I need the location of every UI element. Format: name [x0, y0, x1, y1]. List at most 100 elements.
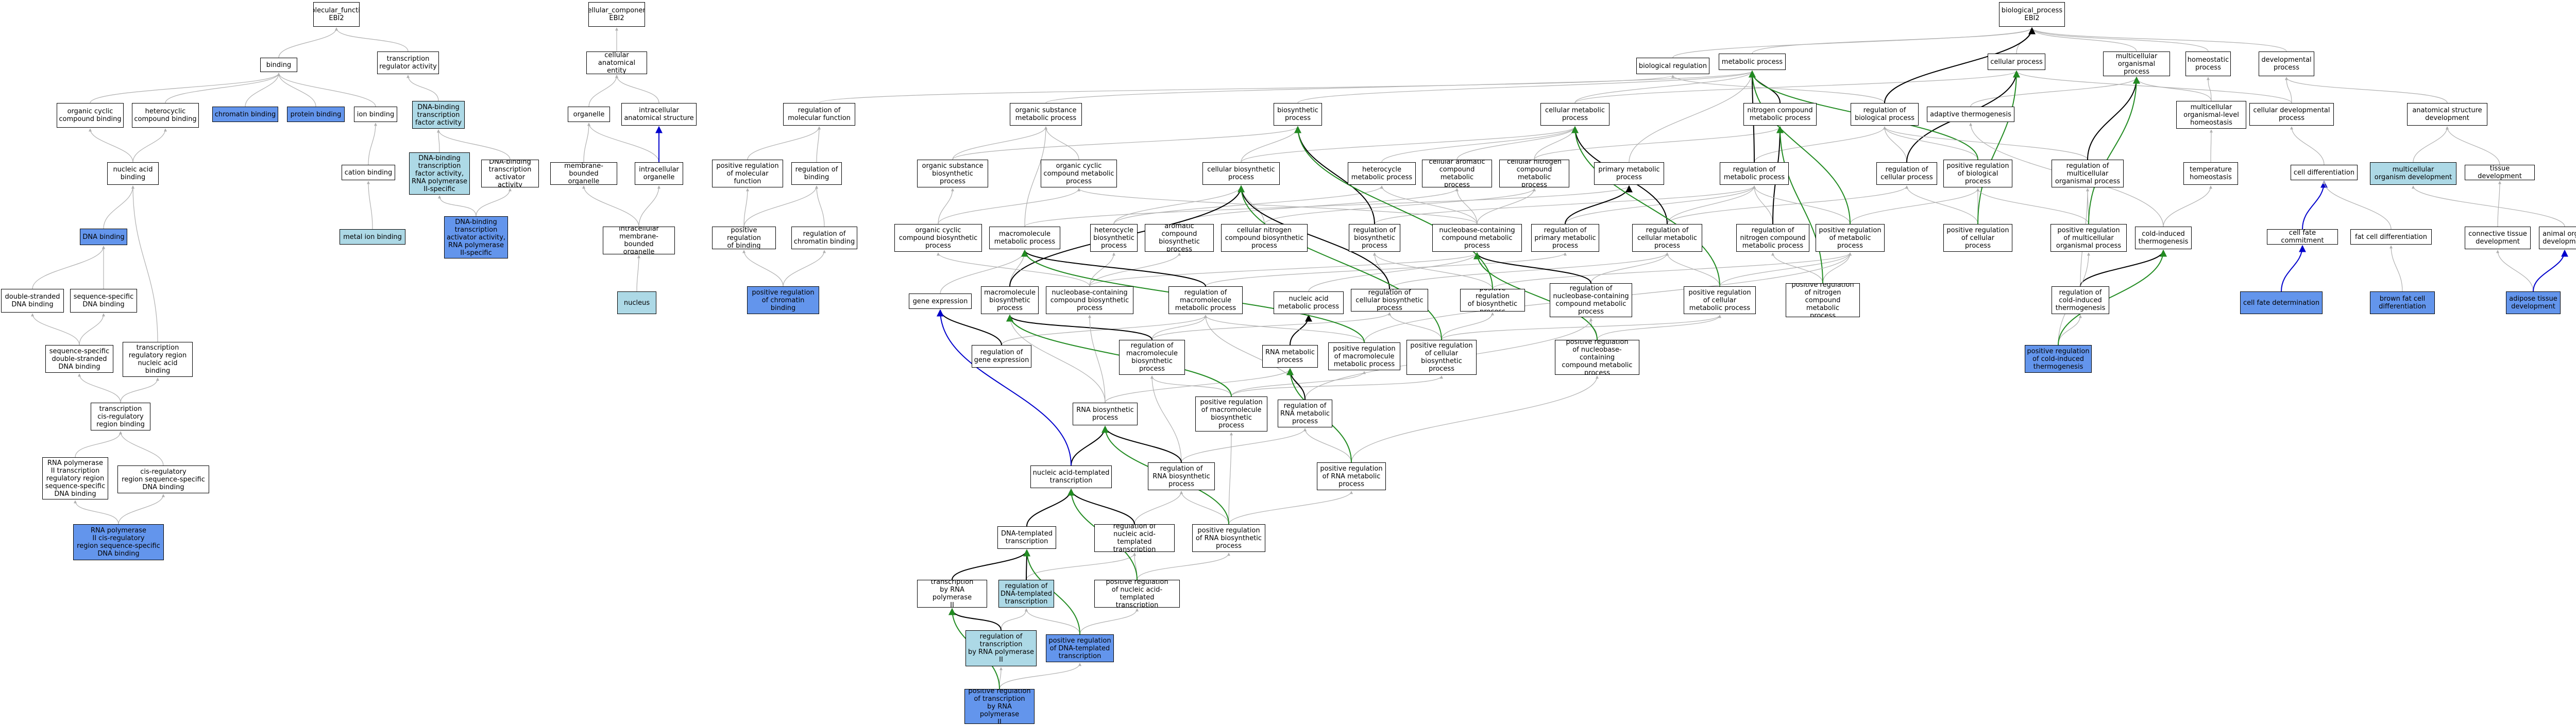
node-sequence-specific-dna-binding[interactable]: sequence-specific DNA binding: [70, 289, 137, 313]
node-regulation-of-binding[interactable]: regulation of binding: [791, 162, 842, 185]
node-heterocyclic-compound-binding[interactable]: heterocyclic compound binding: [132, 103, 199, 128]
node-positive-regulation-of-nucleobase-metabolic[interactable]: positive regulation of nucleobase-contai…: [1555, 340, 1639, 375]
node-metal-ion-binding[interactable]: metal ion binding: [340, 229, 405, 245]
node-cis-regulatory-sequence-dna-binding[interactable]: cis-regulatory region sequence-specific …: [117, 465, 209, 493]
node-positive-regulation-of-macromolecule-metabolic[interactable]: positive regulation of macromolecule met…: [1328, 342, 1400, 370]
node-positive-regulation-of-binding[interactable]: positive regulation of binding: [712, 227, 776, 249]
node-protein-binding[interactable]: protein binding: [287, 107, 345, 122]
node-cell-fate-determination[interactable]: cell fate determination: [2240, 291, 2323, 314]
node-cellular-metabolic-process[interactable]: cellular metabolic process: [1540, 103, 1609, 126]
node-regulation-of-biological-process[interactable]: regulation of biological process: [1851, 103, 1919, 126]
node-positive-regulation-of-transcription-by-pol2[interactable]: positive regulation of transcription by …: [964, 689, 1035, 724]
node-regulation-of-biosynthetic-process[interactable]: regulation of biosynthetic process: [1349, 224, 1400, 252]
node-intracellular-membrane-bounded-organelle[interactable]: intracellular membrane-bounded organelle: [603, 227, 675, 254]
node-positive-regulation-of-molecular-function[interactable]: positive regulation of molecular functio…: [712, 160, 783, 187]
node-regulation-of-macromolecule-biosynthetic[interactable]: regulation of macromolecule biosynthetic…: [1119, 340, 1185, 375]
node-nucleobase-containing-compound-metabolic[interactable]: nucleobase-containing compound metabolic…: [1432, 224, 1522, 252]
node-transcription-regulatory-region-binding[interactable]: transcription regulatory region nucleic …: [123, 342, 193, 377]
node-binding[interactable]: binding: [260, 58, 297, 72]
node-positive-regulation-of-cold-induced-thermogenesis[interactable]: positive regulation of cold-induced ther…: [2025, 345, 2092, 373]
node-regulation-of-dna-templated-transcription[interactable]: regulation of DNA-templated transcriptio…: [998, 580, 1054, 608]
node-sequence-specific-ds-dna-binding[interactable]: sequence-specific double-stranded DNA bi…: [45, 345, 113, 373]
node-regulation-of-macromolecule-metabolic[interactable]: regulation of macromolecule metabolic pr…: [1168, 286, 1243, 314]
node-biological-regulation[interactable]: biological regulation: [1636, 58, 1709, 74]
node-regulation-of-cellular-metabolic[interactable]: regulation of cellular metabolic process: [1632, 224, 1702, 252]
node-dna-templated-transcription[interactable]: DNA-templated transcription: [997, 526, 1056, 549]
node-nucleobase-containing-compound-biosynthetic[interactable]: nucleobase-containing compound biosynthe…: [1046, 286, 1133, 314]
node-adipose-tissue-development[interactable]: adipose tissue development: [2506, 291, 2561, 314]
node-positive-regulation-of-biosynthetic[interactable]: positive regulation of biosynthetic proc…: [1460, 289, 1525, 312]
node-intracellular-organelle[interactable]: intracellular organelle: [635, 162, 683, 185]
node-gene-expression[interactable]: gene expression: [909, 294, 972, 309]
node-regulation-of-transcription-by-pol2[interactable]: regulation of transcription by RNA polym…: [965, 630, 1037, 666]
node-homeostatic-process[interactable]: homeostatic process: [2185, 51, 2231, 76]
node-regulation-of-nitrogen-compound-metabolic[interactable]: regulation of nitrogen compound metaboli…: [1736, 224, 1809, 252]
node-organic-substance-biosynthetic-process[interactable]: organic substance biosynthetic process: [917, 160, 988, 187]
node-organic-substance-metabolic-process[interactable]: organic substance metabolic process: [1010, 103, 1082, 126]
node-heterocycle-biosynthetic-process[interactable]: heterocycle biosynthetic process: [1090, 224, 1138, 252]
node-cellular-process[interactable]: cellular process: [1988, 54, 2045, 70]
node-multicellular-organism-development[interactable]: multicellular organism development: [2370, 162, 2456, 185]
node-rna-metabolic-process[interactable]: RNA metabolic process: [1262, 345, 1318, 368]
node-fat-cell-differentiation[interactable]: fat cell differentiation: [2350, 229, 2432, 245]
node-positive-regulation-of-macromolecule-biosynthetic[interactable]: positive regulation of macromolecule bio…: [1195, 396, 1267, 431]
node-double-stranded-dna-binding[interactable]: double-stranded DNA binding: [1, 289, 64, 313]
node-cell-differentiation[interactable]: cell differentiation: [2291, 165, 2358, 180]
node-cellular-component-root[interactable]: cellular_component EBI2: [588, 2, 645, 27]
node-organic-cyclic-compound-biosynthetic[interactable]: organic cyclic compound biosynthetic pro…: [894, 224, 982, 252]
node-cell-fate-commitment[interactable]: cell fate commitment: [2267, 229, 2338, 245]
node-membrane-bounded-organelle[interactable]: membrane-bounded organelle: [550, 162, 617, 185]
node-pol2-cis-regulatory-dna-binding[interactable]: RNA polymerase II cis-regulatory region …: [73, 524, 164, 560]
node-positive-regulation-of-cellular-biosynthetic[interactable]: positive regulation of cellular biosynth…: [1406, 340, 1477, 375]
node-macromolecule-metabolic-process[interactable]: macromolecule metabolic process: [989, 227, 1060, 249]
node-cold-induced-thermogenesis[interactable]: cold-induced thermogenesis: [2135, 227, 2192, 249]
node-organic-cyclic-compound-binding[interactable]: organic cyclic compound binding: [57, 103, 124, 128]
node-nucleic-acid-metabolic-process[interactable]: nucleic acid metabolic process: [1274, 291, 1344, 314]
node-anatomical-structure-development[interactable]: anatomical structure development: [2407, 103, 2487, 126]
node-dna-binding-transcription-activator[interactable]: DNA-binding transcription activator acti…: [481, 160, 539, 187]
node-regulation-of-chromatin-binding[interactable]: regulation of chromatin binding: [791, 227, 857, 249]
node-developmental-process[interactable]: developmental process: [2259, 51, 2314, 76]
node-multicellular-organismal-homeostasis[interactable]: multicellular organismal-level homeostas…: [2176, 101, 2246, 129]
node-dna-binding-activator-pol2[interactable]: DNA-binding transcription activator acti…: [444, 216, 508, 258]
node-intracellular-anatomical-structure[interactable]: intracellular anatomical structure: [621, 103, 697, 126]
node-animal-organ-development[interactable]: animal organ development: [2539, 227, 2576, 249]
node-regulation-of-cold-induced-thermogenesis[interactable]: regulation of cold-induced thermogenesis: [2052, 286, 2109, 314]
node-regulation-of-gene-expression[interactable]: regulation of gene expression: [972, 345, 1031, 368]
node-positive-regulation-of-cellular-metabolic[interactable]: positive regulation of cellular metaboli…: [1684, 286, 1756, 314]
node-biological-process-root[interactable]: biological_process EBI2: [1999, 2, 2065, 27]
node-pol2-transcription-regulatory-dna-binding[interactable]: RNA polymerase II transcription regulato…: [42, 457, 108, 499]
node-multicellular-organismal-process[interactable]: multicellular organismal process: [2103, 51, 2170, 76]
node-regulation-of-rna-biosynthetic-process[interactable]: regulation of RNA biosynthetic process: [1148, 462, 1215, 490]
node-positive-regulation-of-nucleic-acid-templated[interactable]: positive regulation of nucleic acid-temp…: [1094, 580, 1180, 608]
node-brown-fat-cell-differentiation[interactable]: brown fat cell differentiation: [2370, 291, 2435, 314]
node-adaptive-thermogenesis[interactable]: adaptive thermogenesis: [1927, 107, 2014, 122]
node-cellular-developmental-process[interactable]: cellular developmental process: [2249, 103, 2334, 126]
node-cation-binding[interactable]: cation binding: [342, 165, 395, 180]
node-temperature-homeostasis[interactable]: temperature homeostasis: [2183, 162, 2238, 185]
node-regulation-of-nucleic-acid-templated-transcription[interactable]: regulation of nucleic acid-templated tra…: [1094, 524, 1175, 552]
node-positive-regulation-of-multicellular[interactable]: positive regulation of multicellular org…: [2050, 224, 2127, 252]
node-regulation-of-cellular-process[interactable]: regulation of cellular process: [1876, 162, 1937, 185]
node-metabolic-process[interactable]: metabolic process: [1719, 54, 1786, 70]
node-nucleic-acid-templated-transcription[interactable]: nucleic acid-templated transcription: [1030, 465, 1112, 488]
node-organic-cyclic-compound-metabolic-process[interactable]: organic cyclic compound metabolic proces…: [1041, 160, 1117, 187]
node-cellular-anatomical-entity[interactable]: cellular anatomical entity: [586, 51, 647, 74]
node-positive-regulation-of-metabolic-process[interactable]: positive regulation of metabolic process: [1816, 224, 1885, 252]
node-aromatic-compound-biosynthetic[interactable]: aromatic compound biosynthetic process: [1145, 224, 1214, 252]
node-connective-tissue-development[interactable]: connective tissue development: [2465, 227, 2531, 249]
node-positive-regulation-of-cellular-process[interactable]: positive regulation of cellular process: [1943, 224, 2012, 252]
node-regulation-of-metabolic-process[interactable]: regulation of metabolic process: [1720, 162, 1789, 185]
node-nitrogen-compound-metabolic-process[interactable]: nitrogen compound metabolic process: [1743, 103, 1817, 126]
node-regulation-of-cellular-biosynthetic[interactable]: regulation of cellular biosynthetic proc…: [1351, 289, 1428, 312]
node-transcription-regulator-activity[interactable]: transcription regulator activity: [377, 51, 439, 74]
node-cellular-nitrogen-compound-biosynthetic[interactable]: cellular nitrogen compound biosynthetic …: [1221, 224, 1308, 252]
node-chromatin-binding[interactable]: chromatin binding: [212, 107, 278, 122]
node-heterocycle-metabolic-process[interactable]: heterocycle metabolic process: [1348, 162, 1416, 185]
node-cellular-aromatic-compound-metabolic[interactable]: cellular aromatic compound metabolic pro…: [1422, 160, 1492, 187]
node-rna-biosynthetic-process[interactable]: RNA biosynthetic process: [1073, 403, 1138, 425]
node-regulation-of-multicellular-organismal[interactable]: regulation of multicellular organismal p…: [2052, 160, 2124, 187]
node-positive-regulation-of-rna-metabolic[interactable]: positive regulation of RNA metabolic pro…: [1317, 462, 1386, 490]
node-regulation-of-nucleobase-containing-metabolic[interactable]: regulation of nucleobase-containing comp…: [1550, 283, 1632, 317]
node-regulation-of-primary-metabolic[interactable]: regulation of primary metabolic process: [1531, 224, 1599, 252]
